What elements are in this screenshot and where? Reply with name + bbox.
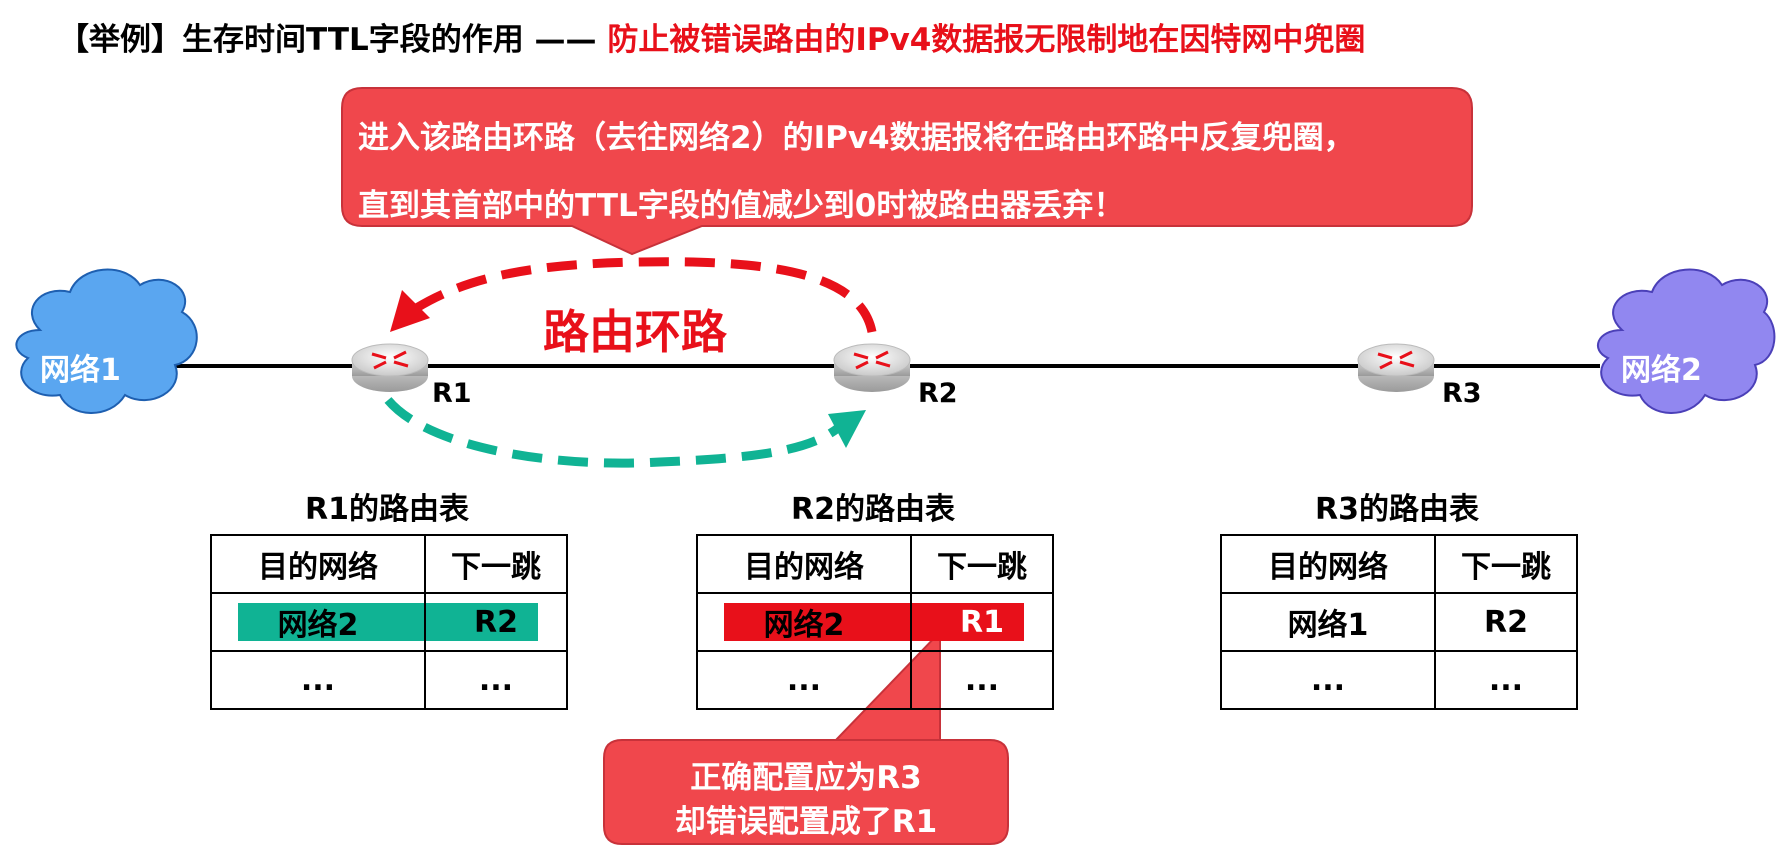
r2-table-title: R2的路由表 <box>791 492 955 527</box>
table-row: 网络2 R1 <box>696 592 1054 652</box>
table-cell: ... <box>210 650 426 710</box>
table-cell: R2 <box>1434 592 1578 652</box>
router-icon-r2 <box>833 343 911 392</box>
r3-table-title: R3的路由表 <box>1315 492 1479 527</box>
r1-table-title: R1的路由表 <box>305 492 469 527</box>
table-row: ... ... <box>210 650 568 710</box>
table-cell: 网络2 <box>696 592 912 652</box>
header-next-hop: 下一跳 <box>1434 534 1578 594</box>
top-callout-bubble <box>341 87 1473 256</box>
bottom-callout-line-2: 却错误配置成了R1 <box>674 804 938 840</box>
router-icon-r3 <box>1357 343 1435 392</box>
table-row: ... ... <box>1220 650 1578 710</box>
table-cell: ... <box>1220 650 1436 710</box>
table-header-row: 目的网络 下一跳 <box>1220 534 1578 594</box>
table-cell: R2 <box>424 592 568 652</box>
loop-arrowhead-red <box>390 290 430 332</box>
router-r2-label: R2 <box>918 378 958 409</box>
title-part-2: 防止被错误路由的IPv4数据报无限制地在因特网中兜圈 <box>607 22 1366 58</box>
table-cell: 网络2 <box>210 592 426 652</box>
loop-arrowhead-teal <box>828 410 866 448</box>
cloud-network-1 <box>15 268 198 414</box>
cloud-network-2 <box>1597 268 1776 414</box>
loop-arrow-teal <box>384 397 841 468</box>
header-destination: 目的网络 <box>1220 534 1436 594</box>
routing-loop-label: 路由环路 <box>543 305 727 359</box>
router-r3-label: R3 <box>1442 378 1482 409</box>
table-row: ... ... <box>696 650 1054 710</box>
loop-arrow-red <box>407 257 877 334</box>
table-cell: ... <box>910 650 1054 710</box>
router-icon-r1 <box>351 343 429 392</box>
top-callout-line-1: 进入该路由环路（去往网络2）的IPv4数据报将在路由环路中反复兜圈， <box>358 120 1355 156</box>
table-cell: ... <box>696 650 912 710</box>
network-2-label: 网络2 <box>1621 353 1702 388</box>
r1-routing-table: 目的网络 下一跳 网络2 R2 ... ... <box>210 534 568 710</box>
table-cell: ... <box>424 650 568 710</box>
router-r1-label: R1 <box>432 378 472 409</box>
r3-routing-table: 目的网络 下一跳 网络1 R2 ... ... <box>1220 534 1578 710</box>
table-header-row: 目的网络 下一跳 <box>210 534 568 594</box>
header-next-hop: 下一跳 <box>910 534 1054 594</box>
table-cell: 网络1 <box>1220 592 1436 652</box>
title-part-1: 【举例】生存时间TTL字段的作用 —— <box>58 22 608 58</box>
header-destination: 目的网络 <box>210 534 426 594</box>
r2-routing-table: 目的网络 下一跳 网络2 R1 ... ... <box>696 534 1054 710</box>
page-title: 【举例】生存时间TTL字段的作用 —— 防止被错误路由的IPv4数据报无限制地在… <box>58 14 1365 59</box>
header-next-hop: 下一跳 <box>424 534 568 594</box>
table-row: 网络2 R2 <box>210 592 568 652</box>
network-1-label: 网络1 <box>40 353 121 388</box>
table-cell: ... <box>1434 650 1578 710</box>
table-cell: R1 <box>910 592 1054 652</box>
table-row: 网络1 R2 <box>1220 592 1578 652</box>
bottom-callout-line-1: 正确配置应为R3 <box>690 760 922 796</box>
top-callout-line-2: 直到其首部中的TTL字段的值减少到0时被路由器丢弃！ <box>358 188 1125 224</box>
table-header-row: 目的网络 下一跳 <box>696 534 1054 594</box>
header-destination: 目的网络 <box>696 534 912 594</box>
